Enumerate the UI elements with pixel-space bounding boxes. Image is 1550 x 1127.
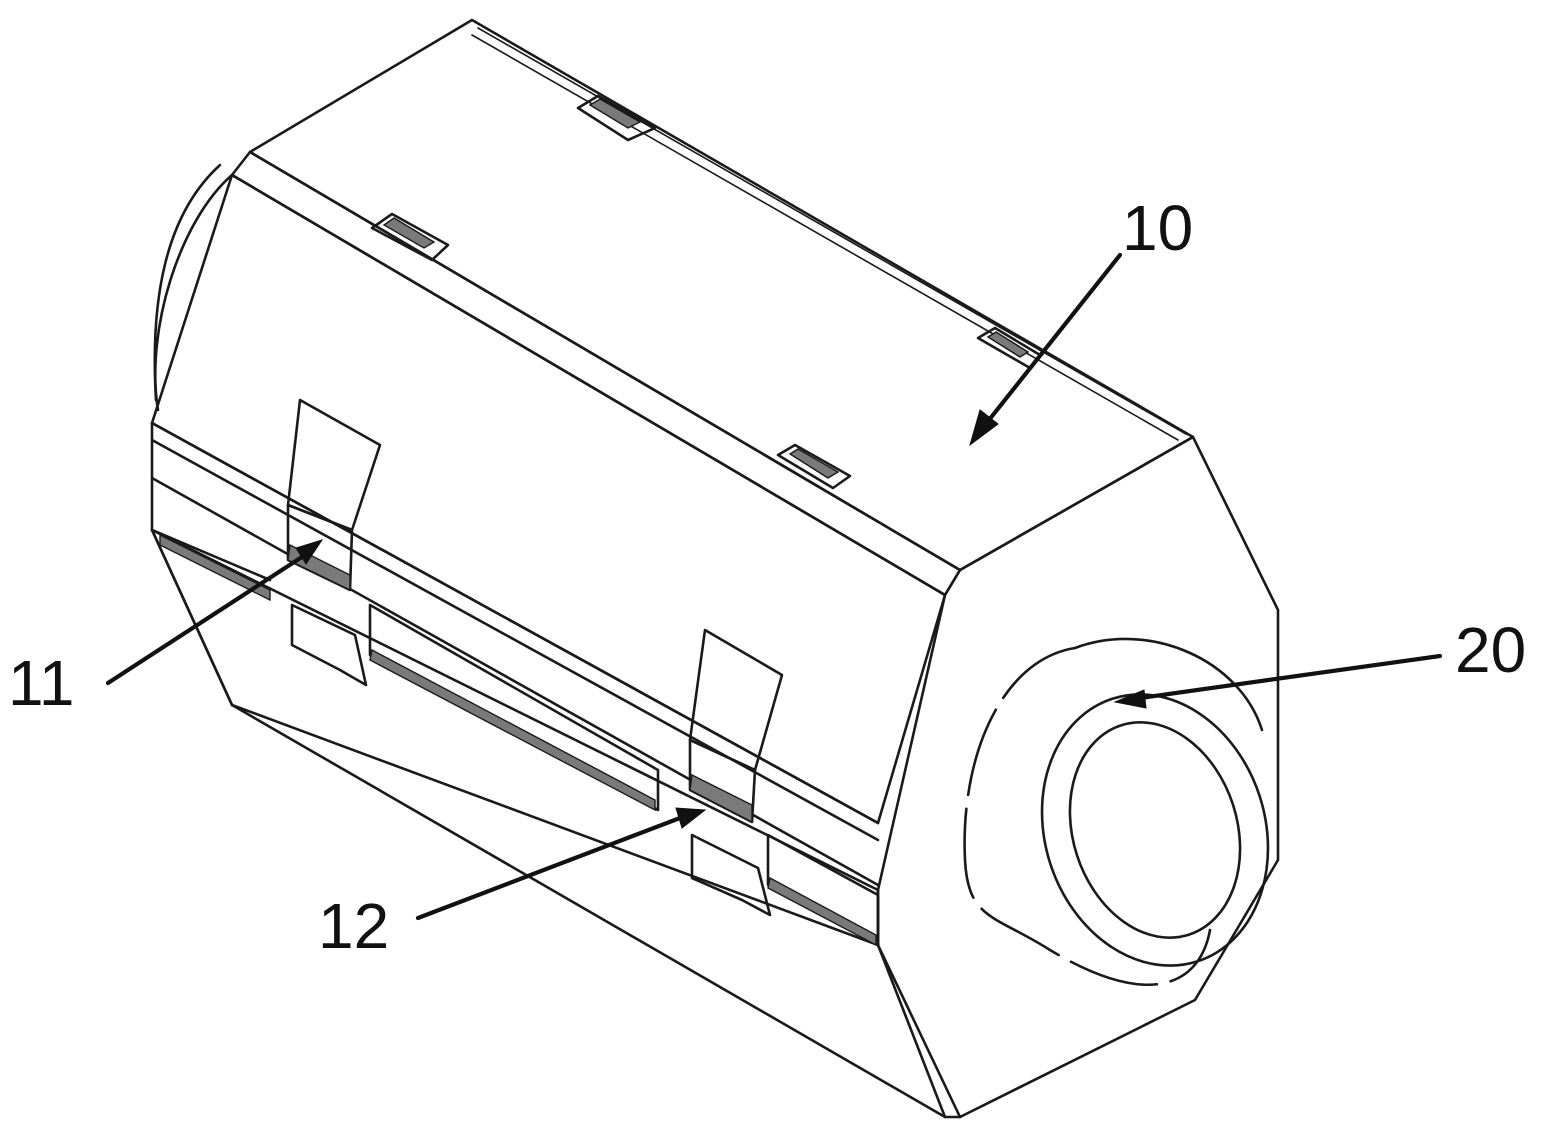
arrowhead-20 xyxy=(1113,689,1147,709)
leader-20 xyxy=(1137,653,1443,701)
lower-rails xyxy=(159,533,880,947)
leader-12 xyxy=(415,815,683,921)
top-clip-4 xyxy=(776,443,852,490)
leader-11 xyxy=(105,552,308,686)
label-10: 10 xyxy=(1122,192,1193,264)
label-20: 20 xyxy=(1455,614,1526,686)
arrowhead-11 xyxy=(295,539,324,565)
core-inner-bore xyxy=(1068,721,1242,939)
core-outer-ring xyxy=(1040,693,1270,967)
latch-12 xyxy=(688,628,784,917)
leaders xyxy=(105,252,1443,921)
core-outer-boss xyxy=(963,646,1212,986)
housing-top-face xyxy=(248,18,1195,572)
end-face xyxy=(876,435,1280,1119)
label-12: 12 xyxy=(318,890,389,962)
housing-body xyxy=(150,18,1195,1119)
arrowhead-12 xyxy=(675,807,707,829)
arrowhead-10 xyxy=(969,409,999,447)
top-clips xyxy=(370,94,1042,490)
top-clip-2 xyxy=(370,212,450,262)
label-11: 11 xyxy=(8,647,74,719)
leader-10 xyxy=(982,252,1123,428)
top-clip-1 xyxy=(576,94,657,142)
top-clip-3 xyxy=(976,326,1042,370)
end-face-hexagon xyxy=(876,435,1280,1119)
core-cylinder xyxy=(963,637,1270,986)
